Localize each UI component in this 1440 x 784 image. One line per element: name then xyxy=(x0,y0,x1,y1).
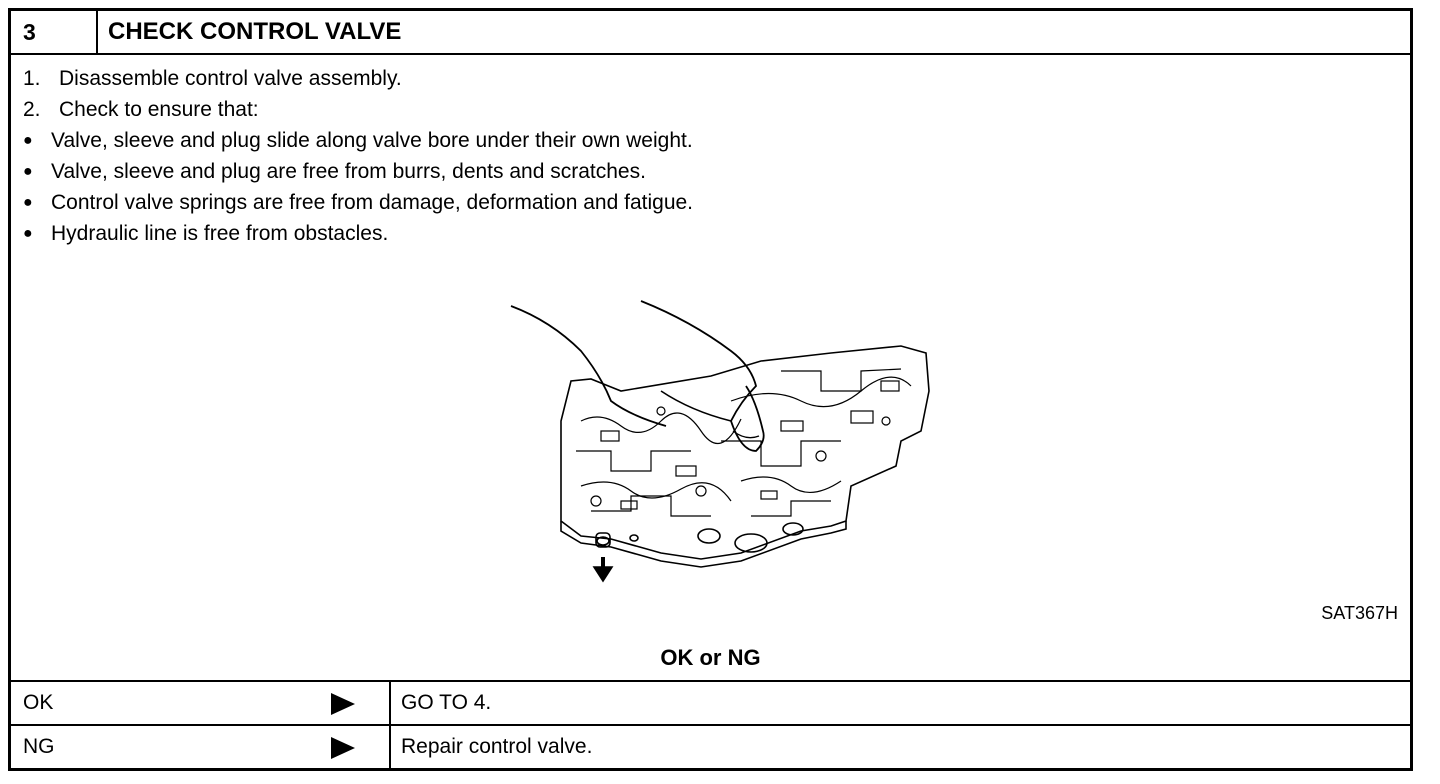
instruction-list: 1. Disassemble control valve assembly. 2.… xyxy=(23,63,693,249)
result-action: Repair control valve. xyxy=(401,735,593,758)
arrow-right-icon xyxy=(331,693,355,715)
bullet-icon: ● xyxy=(23,163,33,180)
instruction-marker: 2. xyxy=(23,98,41,121)
result-label: NG xyxy=(23,735,55,758)
instruction-item: ● Control valve springs are free from dam… xyxy=(23,187,693,218)
figure-code: SAT367H xyxy=(1321,603,1398,623)
instruction-text: Disassemble control valve assembly. xyxy=(59,67,402,90)
instruction-text: Hydraulic line is free from obstacles. xyxy=(51,222,389,245)
arrow-right-icon xyxy=(331,737,355,759)
instruction-item: 2. Check to ensure that: xyxy=(23,94,693,125)
step-number: 3 xyxy=(11,11,98,53)
result-row-ng: NG Repair control valve. xyxy=(11,724,1410,768)
instruction-text: Control valve springs are free from dama… xyxy=(51,191,694,214)
bullet-icon: ● xyxy=(23,225,33,242)
instruction-item: 1. Disassemble control valve assembly. xyxy=(23,63,693,94)
bullet-icon: ● xyxy=(23,194,33,211)
control-valve-illustration xyxy=(510,300,930,583)
step-title: CHECK CONTROL VALVE xyxy=(108,18,402,45)
column-divider xyxy=(389,682,391,724)
instruction-text: Valve, sleeve and plug are free from bur… xyxy=(51,160,646,183)
step-header: 3 CHECK CONTROL VALVE xyxy=(11,11,1410,55)
result-action: GO TO 4. xyxy=(401,691,492,714)
instruction-item: ● Valve, sleeve and plug slide along valv… xyxy=(23,125,693,156)
decision-label: OK or NG xyxy=(660,645,761,670)
instruction-text: Valve, sleeve and plug slide along valve… xyxy=(51,129,693,152)
instruction-text: Check to ensure that: xyxy=(59,98,259,121)
instruction-marker: 1. xyxy=(23,67,41,90)
procedure-table: 3 CHECK CONTROL VALVE 1. Disassemble cont… xyxy=(8,8,1413,771)
instruction-item: ● Hydraulic line is free from obstacles. xyxy=(23,218,693,249)
instruction-item: ● Valve, sleeve and plug are free from bu… xyxy=(23,156,693,187)
column-divider xyxy=(389,726,391,768)
result-label: OK xyxy=(23,691,54,714)
bullet-icon: ● xyxy=(23,132,33,149)
result-row-ok: OK GO TO 4. xyxy=(11,680,1410,724)
